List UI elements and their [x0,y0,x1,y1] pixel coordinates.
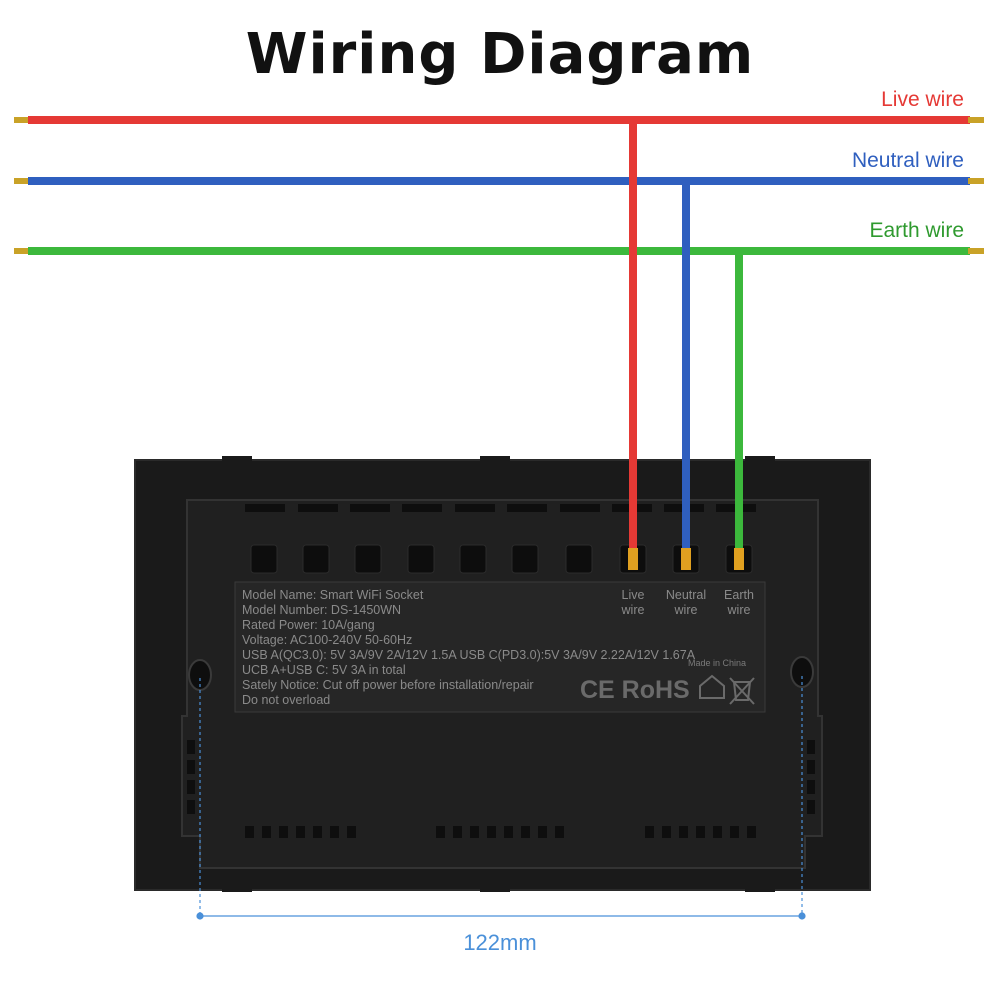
frame-notch [222,456,252,462]
spec-line: Model Name: Smart WiFi Socket [242,588,424,602]
spec-line: Do not overload [242,693,331,707]
earth-wire-tip-right [968,248,984,254]
terminal-blocks [250,544,753,574]
neutral-wire-tip-right [968,178,984,184]
spec-line: Rated Power: 10A/gang [242,618,375,632]
crossed-bin-icon [729,677,755,705]
dimension-label: 122mm [463,930,537,955]
terminal [302,544,330,574]
earth-wire-label: Earth wire [869,219,964,242]
terminal-label-neutral: Neutral wire [665,588,707,617]
terminal-label-earth: Earth wire [724,588,754,617]
live-wire-label: Live wire [881,88,964,111]
diagram-title: Wiring Diagram [245,22,755,87]
frame-notch [745,456,775,462]
terminal [565,544,593,574]
terminal [354,544,382,574]
spec-line: USB A(QC3.0): 5V 3A/9V 2A/12V 1.5A USB C… [242,648,696,662]
spec-line: UCB A+USB C: 5V 3A in total [242,663,406,677]
neutral-wire-label: Neutral wire [851,149,964,172]
made-in-label: Made in China [688,658,747,668]
frame-notch [222,886,252,892]
live-wire [28,116,970,124]
neutral-drop-wire [682,181,690,550]
live-wire-end [628,548,638,570]
terminal-label-live: Live wire [621,588,645,617]
dimension-line [196,676,806,920]
live-wire-tip-left [14,117,30,123]
frame-notch [745,886,775,892]
frame-notch [480,886,510,892]
bottom-vents [245,826,756,838]
spec-line: Sately Notice: Cut off power before inst… [242,678,534,692]
socket-body [134,456,871,892]
terminal [459,544,487,574]
house-icon [699,674,725,699]
certification-marks: CE RoHS [580,676,690,704]
mounting-holes [188,656,814,691]
spec-line: Model Number: DS-1450WN [242,603,402,617]
frame-notch [480,456,510,462]
terminal [407,544,435,574]
terminal [250,544,278,574]
spec-line: Voltage: AC100-240V 50-60Hz [242,633,413,647]
terminal [511,544,539,574]
spec-plate-text: Model Name: Smart WiFi Socket Model Numb… [242,588,695,708]
earth-wire [28,247,970,255]
side-vents [187,740,815,814]
neutral-wire-tip-left [14,178,30,184]
supply-wires [14,116,984,255]
earth-wire-tip-left [14,248,30,254]
earth-drop-wire [735,251,743,550]
live-drop-wire [629,120,637,550]
neutral-wire-end [681,548,691,570]
drop-wires [628,120,744,570]
live-wire-tip-right [968,117,984,123]
neutral-wire [28,177,970,185]
spec-label-plate [234,581,766,713]
earth-wire-end [734,548,744,570]
